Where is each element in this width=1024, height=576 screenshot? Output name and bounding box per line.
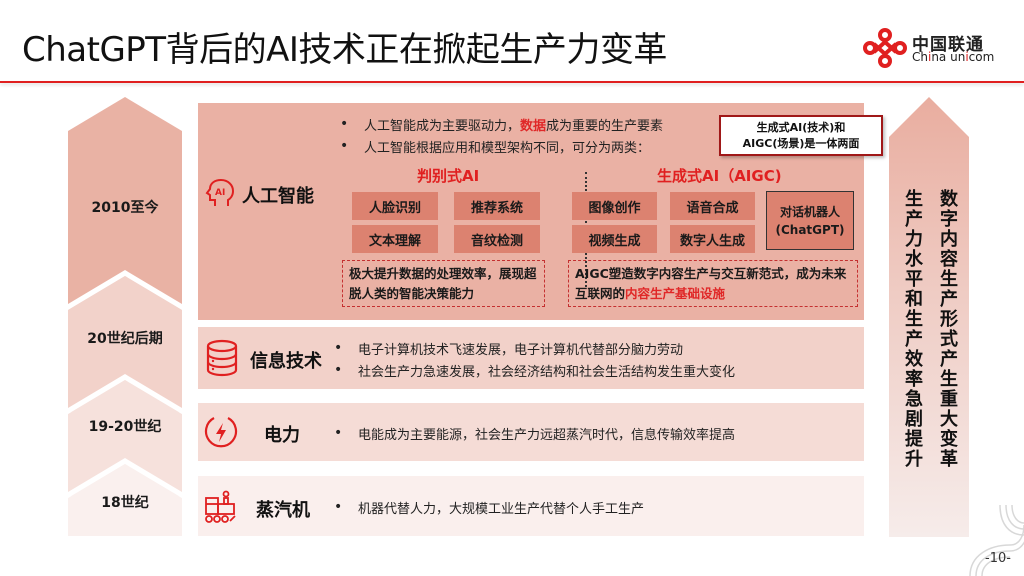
logo-text-cn: 中国联通 — [912, 35, 984, 55]
discriminative-summary: 极大提升数据的处理效率，展现超脱人类的智能决策能力 — [342, 260, 545, 307]
row-information-technology — [198, 327, 864, 389]
electricity-bullets: •电能成为主要能源，社会生产力远超蒸汽时代，信息传输效率提高 — [334, 422, 735, 444]
chip-face-recognition: 人脸识别 — [352, 192, 438, 220]
arrow-text-productivity: 生产力水平和生产效率急剧提升 — [902, 189, 923, 469]
bullet-item: •电能成为主要能源，社会生产力远超蒸汽时代，信息传输效率提高 — [334, 425, 736, 443]
bullet-item: •电子计算机技术飞速发展，电子计算机代替部分脑力劳动 — [334, 340, 684, 358]
chip-chatbot: 对话机器人 (ChatGPT) — [766, 191, 854, 250]
china-unicom-logo: 中国联通 China unicom — [862, 28, 1012, 68]
row-steam-engine — [198, 476, 864, 536]
chip-speech-synthesis: 语音合成 — [670, 192, 755, 220]
logo-text-en: China unicom — [912, 50, 995, 64]
era-label: 18世纪 — [101, 495, 149, 511]
discriminative-ai-title: 判别式AI — [417, 167, 480, 185]
database-icon — [206, 339, 238, 377]
row-label-it: 信息技术 — [250, 351, 322, 372]
chip-digital-human: 数字人生成 — [670, 225, 755, 253]
bullet-item: •人工智能成为主要驱动力，数据成为重要的生产要素 — [340, 116, 664, 134]
productivity-arrow — [889, 97, 969, 537]
chip-recommendation: 推荐系统 — [454, 192, 540, 220]
generative-summary: AIGC塑造数字内容生产与交互新范式，成为未来互联网的内容生产基础设施 — [568, 260, 858, 307]
row-label-electricity: 电力 — [264, 425, 300, 446]
page-number: -10- — [985, 551, 1011, 566]
row-label-steam: 蒸汽机 — [256, 500, 310, 521]
callout-box: 生成式AI(技术)和 AIGC(场景)是一体两面 — [719, 115, 883, 156]
bullet-item: •社会生产力急速发展，社会经济结构和社会生活结构发生重大变化 — [334, 362, 736, 380]
chip-text-understanding: 文本理解 — [352, 225, 438, 253]
era-label: 2010至今 — [91, 200, 159, 216]
steam-bullets: •机器代替人力，大规模工业生产代替个人手工生产 — [334, 496, 644, 518]
unicom-knot-icon — [863, 28, 907, 68]
row-electricity — [198, 403, 864, 461]
it-bullets: •电子计算机技术飞速发展，电子计算机代替部分脑力劳动 •社会生产力急速发展，社会… — [334, 337, 735, 381]
ai-head-icon: AI — [205, 178, 235, 206]
chip-video-generation: 视频生成 — [572, 225, 657, 253]
generative-ai-title: 生成式AI（AIGC) — [657, 167, 782, 185]
bullet-item: •机器代替人力，大规模工业生产代替个人手工生产 — [334, 499, 645, 517]
steam-train-icon — [205, 490, 236, 523]
chip-voiceprint: 音纹检测 — [454, 225, 540, 253]
ai-bullets: •人工智能成为主要驱动力，数据成为重要的生产要素 •人工智能根据应用和模型架构不… — [340, 113, 663, 157]
row-label-ai: 人工智能 — [242, 186, 314, 207]
lightning-icon — [204, 417, 238, 448]
era-label: 20世纪后期 — [87, 331, 163, 347]
bullet-item: •人工智能根据应用和模型架构不同，可分为两类： — [340, 138, 651, 156]
era-label: 19-20世纪 — [88, 419, 162, 435]
chip-image-creation: 图像创作 — [572, 192, 657, 220]
title-divider — [0, 81, 1024, 83]
svg-text:AI: AI — [215, 188, 225, 198]
decorative-swirl-icon — [969, 505, 1024, 576]
page-title: ChatGPT背后的AI技术正在掀起生产力变革 — [22, 30, 667, 70]
arrow-text-digital-content: 数字内容生产形式产生重大变革 — [937, 189, 958, 469]
